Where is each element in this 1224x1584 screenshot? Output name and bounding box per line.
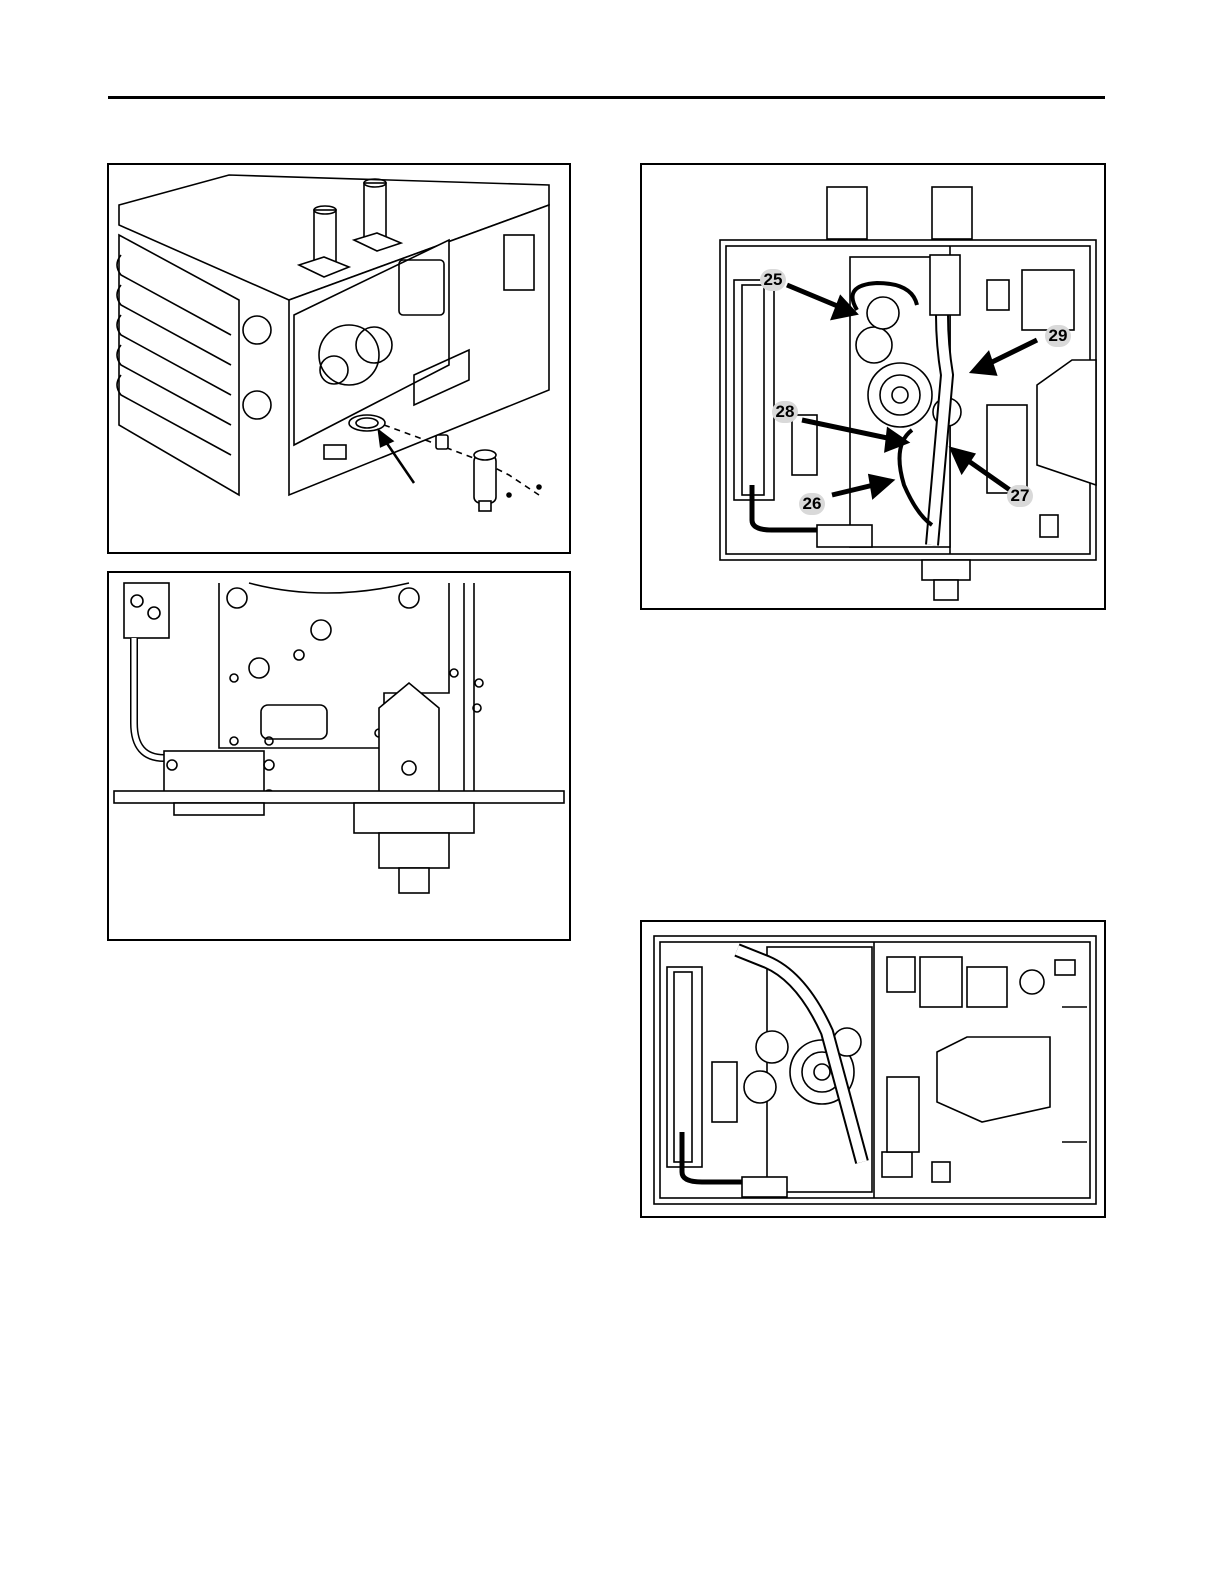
callout-28: 28	[772, 401, 798, 423]
burner-detail-drawing	[109, 573, 571, 941]
figure-cabinet-interior	[640, 920, 1106, 1218]
callout-view-drawing	[642, 165, 1106, 610]
callout-29: 29	[1045, 325, 1071, 347]
header-rule	[108, 96, 1105, 99]
figure-callout-view: 25 29 28 27 26	[640, 163, 1106, 610]
callout-27: 27	[1007, 485, 1033, 507]
figure-isometric-unit	[107, 163, 571, 554]
cabinet-interior-drawing	[642, 922, 1106, 1218]
figure-burner-detail	[107, 571, 571, 941]
callout-26: 26	[799, 493, 825, 515]
isometric-unit-drawing	[109, 165, 571, 554]
callout-25: 25	[760, 269, 786, 291]
